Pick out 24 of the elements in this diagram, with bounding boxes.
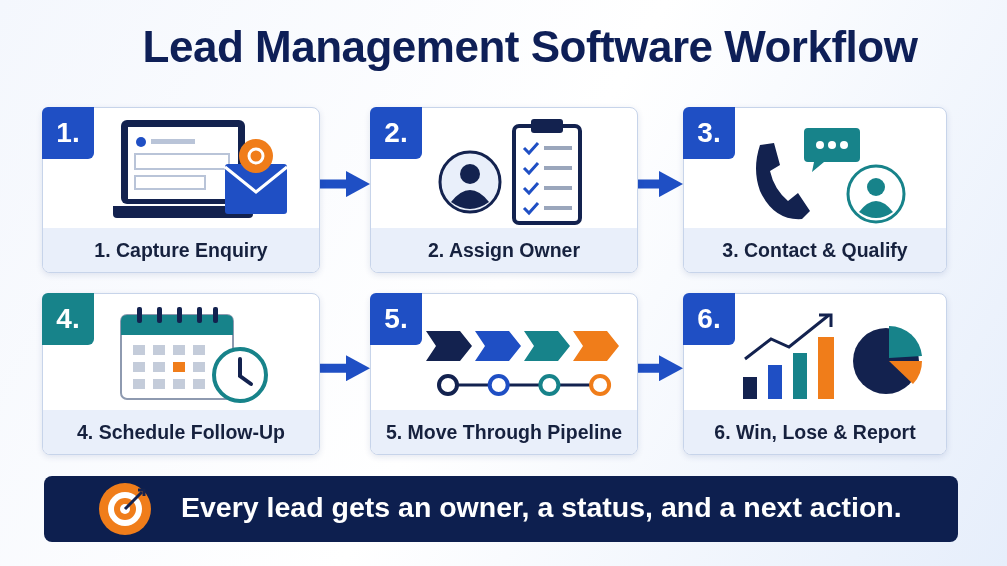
step-caption: 2. Assign Owner bbox=[371, 228, 637, 272]
step-card bbox=[370, 107, 638, 273]
step-caption: 3. Contact & Qualify bbox=[684, 228, 946, 272]
diagram-title: Lead Management Software Workflow bbox=[141, 22, 919, 72]
step-caption: 5. Move Through Pipeline bbox=[371, 410, 637, 454]
step-caption: 1. Capture Enquiry bbox=[43, 228, 319, 272]
step-number: 6. bbox=[683, 293, 735, 345]
step-card bbox=[42, 107, 320, 273]
summary-text: Every lead gets an owner, a status, and a next action. bbox=[181, 491, 902, 524]
step-number: 5. bbox=[370, 293, 422, 345]
step-card bbox=[370, 293, 638, 455]
step-number: 1. bbox=[42, 107, 94, 159]
step-card bbox=[683, 293, 947, 455]
arrow bbox=[320, 171, 370, 198]
step-number: 4. bbox=[42, 293, 94, 345]
step-caption: 4. Schedule Follow-Up bbox=[43, 410, 319, 454]
arrow bbox=[638, 355, 683, 382]
step-number: 2. bbox=[370, 107, 422, 159]
arrow bbox=[638, 171, 683, 198]
step-caption: 6. Win, Lose & Report bbox=[684, 410, 946, 454]
step-card bbox=[42, 293, 320, 455]
arrow bbox=[320, 355, 370, 382]
step-card bbox=[683, 107, 947, 273]
step-number: 3. bbox=[683, 107, 735, 159]
